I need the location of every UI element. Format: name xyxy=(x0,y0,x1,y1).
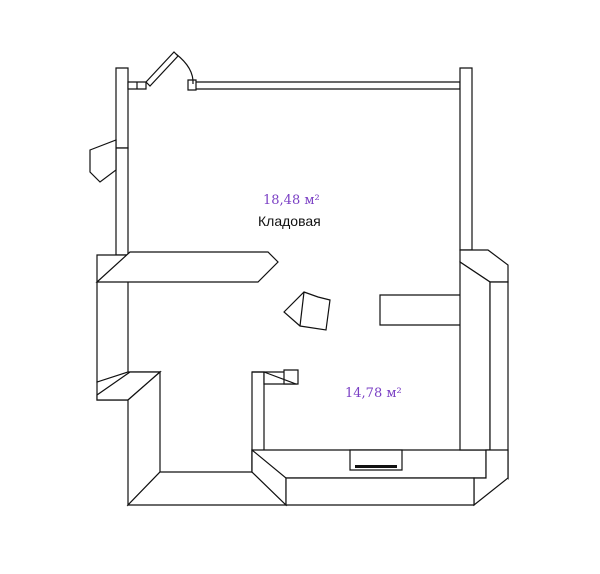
wall-top xyxy=(194,81,461,90)
wall-top-door-jamb xyxy=(187,79,197,91)
wall-right-upper xyxy=(459,67,473,251)
room-1-area: 18,48 м² xyxy=(263,193,320,208)
wall-bottom-right-corner xyxy=(285,477,475,506)
column-diagonal-edge xyxy=(299,291,305,327)
radiator-fill xyxy=(355,465,397,468)
room-2-area: 14,78 м² xyxy=(345,386,402,401)
wall-left-step-face xyxy=(96,371,162,401)
wall-central-diag xyxy=(263,371,297,385)
wall-right-lower-face xyxy=(489,281,509,481)
wall-left-notch xyxy=(89,139,117,183)
room-1-name: Кладовая xyxy=(258,213,321,229)
wall-left-upper xyxy=(115,67,129,149)
column-diagonal xyxy=(283,291,331,331)
door-leaf xyxy=(145,51,179,87)
wall-right-lower xyxy=(459,260,491,451)
wall-partition-left xyxy=(95,251,279,283)
wall-left-mid xyxy=(115,147,129,256)
door-swing-arc xyxy=(175,53,194,85)
